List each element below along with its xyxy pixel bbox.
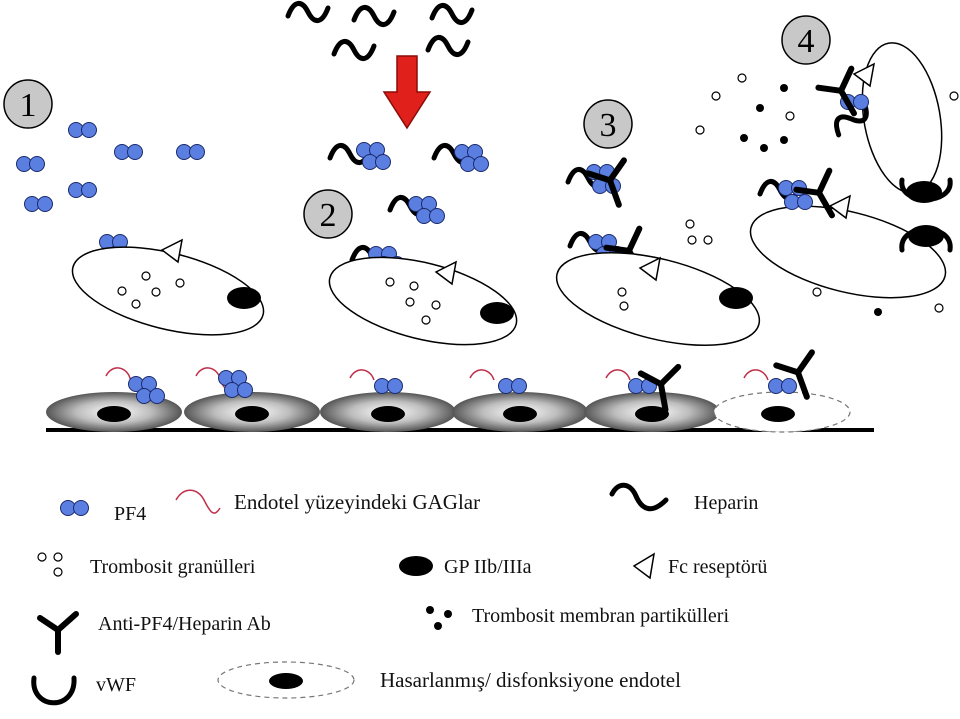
endothelial-cell	[184, 392, 320, 432]
legend-label-vwf: vWF	[96, 674, 136, 696]
legend-label-damaged: Hasarlanmış/ disfonksiyone endotel	[380, 668, 681, 692]
legend-label-fc: Fc reseptörü	[668, 556, 767, 578]
step-number: 2	[320, 197, 337, 234]
legend-item-vwf: vWF	[31, 674, 136, 706]
free-pf4-group	[16, 122, 205, 250]
step-number: 1	[20, 87, 37, 124]
granule-icon	[37, 552, 63, 577]
step-badge-2: 2	[303, 189, 353, 239]
endothelial-cell	[584, 392, 720, 432]
step-badge-3: 3	[583, 99, 633, 149]
gag-strand-icon	[175, 489, 221, 514]
legend-item-particles: Trombosit membran partikülleri	[426, 605, 729, 630]
legend-label-granules: Trombosit granülleri	[90, 556, 256, 578]
legend-label-particles: Trombosit membran partikülleri	[472, 605, 729, 627]
platelet-4-upper	[818, 42, 953, 253]
gag-pf4-surface	[105, 352, 826, 412]
legend-item-pf4: PF4	[60, 500, 146, 525]
step-badge-4: 4	[781, 15, 831, 65]
antibody-icon	[37, 611, 79, 655]
legend-item-antibody: Anti-PF4/Heparin Ab	[37, 611, 271, 655]
endothelium-row	[46, 352, 874, 433]
legend-item-heparin: Heparin	[609, 482, 758, 514]
heparin-pf4-complexes-2	[330, 142, 489, 272]
platelet-3	[555, 251, 761, 347]
fc-receptor-icon	[632, 552, 656, 580]
membrane-particle-icon	[426, 606, 452, 630]
step-number: 3	[600, 107, 617, 144]
platelet-1	[71, 239, 265, 336]
platelet-2	[328, 256, 518, 346]
step-number: 4	[798, 23, 815, 60]
legend-label-gp: GP IIb/IIIa	[444, 556, 532, 578]
legend-item-damaged: Hasarlanmış/ disfonksiyone endotel	[217, 661, 681, 699]
damaged-endothelium-icon	[217, 661, 355, 699]
legend-label-gag: Endotel yüzeyindeki GAGlar	[234, 490, 480, 514]
legend-label-pf4: PF4	[114, 503, 146, 525]
endothelial-cell	[320, 392, 456, 432]
heparin-icon	[609, 482, 669, 512]
gp-iib-iiia-icon	[399, 556, 433, 576]
vwf-icon	[31, 675, 77, 706]
free-heparin-group	[288, 3, 472, 58]
damaged-endothelial-cell	[713, 391, 851, 433]
step-badge-1: 1	[3, 79, 53, 129]
red-down-arrow-icon	[382, 55, 432, 130]
legend-label-heparin: Heparin	[694, 492, 758, 514]
legend-item-fc: Fc reseptörü	[632, 552, 767, 580]
legend-item-granules: Trombosit granülleri	[37, 552, 256, 578]
pf4-dimer-icon	[60, 500, 89, 516]
legend-item-gag: Endotel yüzeyindeki GAGlar	[175, 489, 480, 514]
legend-label-antibody: Anti-PF4/Heparin Ab	[98, 613, 271, 635]
endothelial-cell	[452, 392, 588, 432]
legend-item-gp: GP IIb/IIIa	[399, 556, 532, 578]
platelet-4-lower	[749, 171, 947, 299]
membrane-particles-4	[740, 84, 882, 316]
legend: PF4 Endotel yüzeyindeki GAGlar Heparin T…	[31, 482, 767, 706]
